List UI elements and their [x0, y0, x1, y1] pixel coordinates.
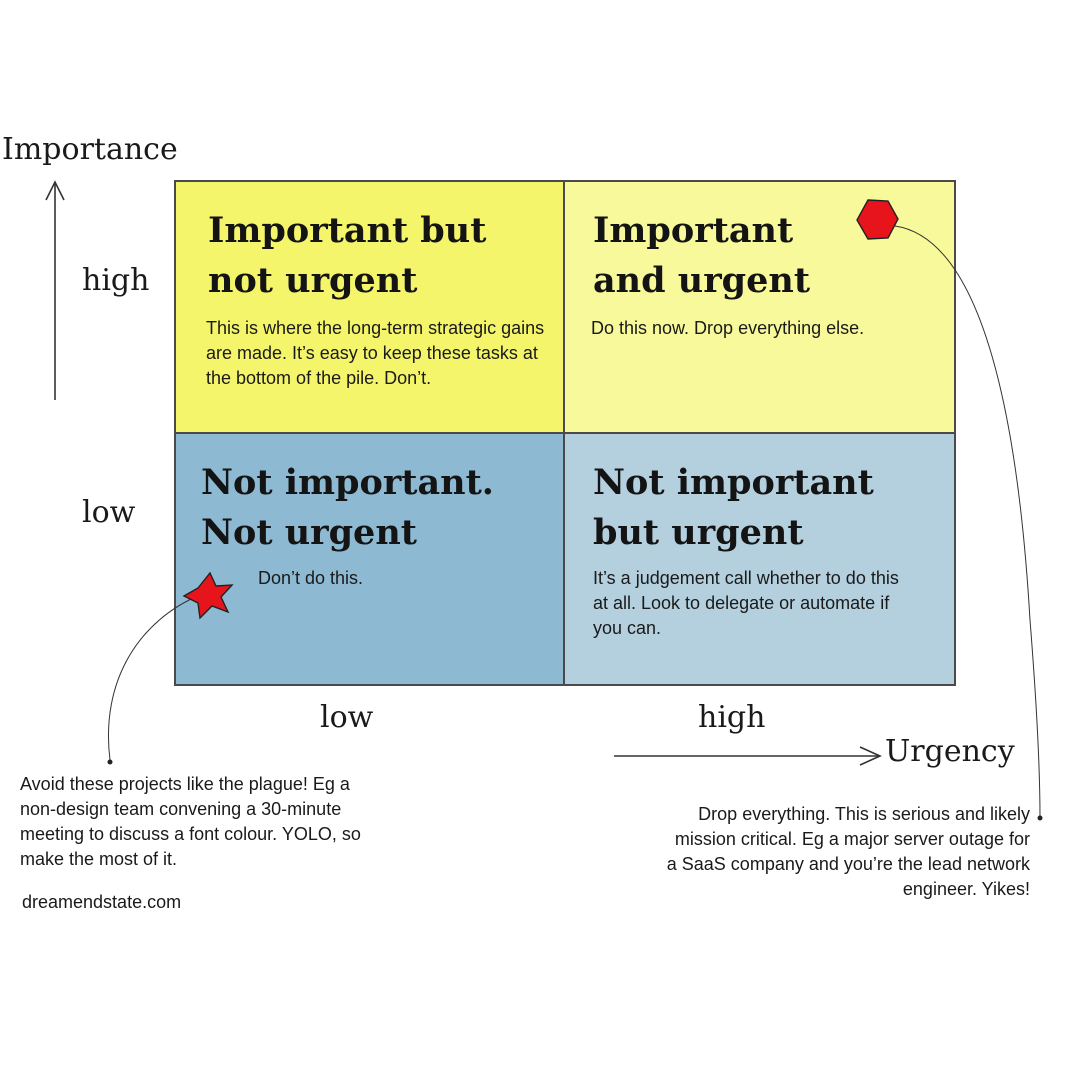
connector-dot-hexagon — [1037, 815, 1043, 821]
quadrant-description: This is where the long-term strategic ga… — [206, 318, 545, 388]
quadrant-title: Important and urgent — [593, 210, 811, 301]
quadrant-title: Not important. Not urgent — [201, 462, 494, 553]
quadrant-title: Not important but urgent — [593, 462, 874, 553]
quadrant-important-not-urgent: Important but not urgent This is where t… — [176, 182, 565, 434]
quadrant-not-important-urgent: Not important but urgent It’s a judgemen… — [565, 434, 954, 684]
y-axis-arrow — [45, 180, 65, 400]
eisenhower-matrix: Important but not urgent This is where t… — [174, 180, 956, 686]
x-axis-low-label: low — [320, 700, 374, 735]
note-high-high: Drop everything. This is serious and lik… — [666, 804, 1030, 899]
quadrant-not-important-not-urgent: Not important. Not urgent Don’t do this. — [176, 434, 565, 684]
x-axis-title: Urgency — [885, 734, 1015, 769]
y-axis-low-label: low — [82, 495, 136, 530]
note-low-low: Avoid these projects like the plague! Eg… — [20, 774, 361, 869]
y-axis-high-label: high — [82, 263, 150, 298]
x-axis-arrow — [614, 746, 882, 766]
quadrant-important-urgent: Important and urgent Do this now. Drop e… — [565, 182, 954, 434]
quadrant-description: It’s a judgement call whether to do this… — [593, 568, 899, 638]
site-credit: dreamendstate.com — [22, 892, 182, 912]
x-axis-high-label: high — [698, 700, 766, 735]
quadrant-title: Important but not urgent — [208, 210, 487, 301]
quadrant-description: Do this now. Drop everything else. — [591, 318, 865, 338]
quadrant-description: Don’t do this. — [258, 568, 364, 588]
y-axis-title: Importance — [2, 132, 178, 167]
connector-dot-star — [107, 759, 113, 765]
